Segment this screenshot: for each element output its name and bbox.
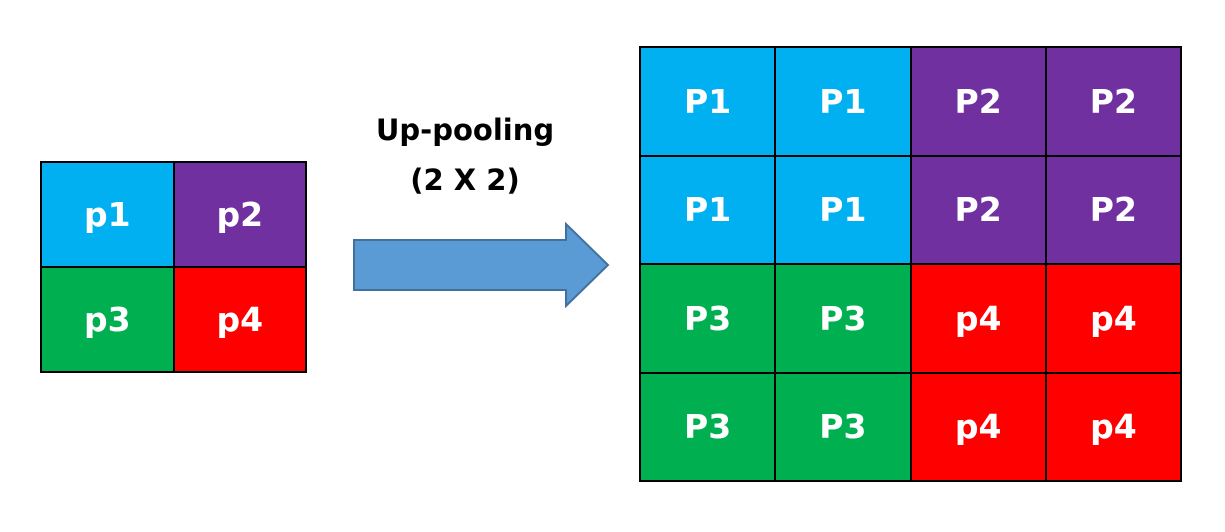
output-cell-r3-c4: p4 <box>1046 265 1182 374</box>
output-cell-r1-c1: P1 <box>641 48 777 157</box>
output-cell-r4-c2: P3 <box>776 373 912 482</box>
output-cell-r3-c1: P3 <box>641 265 777 374</box>
output-cell-r2-c1: P1 <box>641 156 777 265</box>
right-arrow-icon <box>353 222 610 308</box>
input-cell-r1-c2: p2 <box>174 163 307 268</box>
arrow-shape <box>353 222 610 308</box>
output-cell-r3-c3: p4 <box>911 265 1047 374</box>
output-cell-r4-c3: p4 <box>911 373 1047 482</box>
operation-title: Up-pooling <box>375 113 555 147</box>
input-cell-r2-c1: p3 <box>42 268 175 373</box>
operation-size: (2 X 2) <box>410 163 520 197</box>
input-cell-r1-c1: p1 <box>42 163 175 268</box>
output-cell-r1-c3: P2 <box>911 48 1047 157</box>
input-cell-r2-c2: p4 <box>174 268 307 373</box>
output-cell-r1-c4: P2 <box>1046 48 1182 157</box>
output-cell-r2-c4: P2 <box>1046 156 1182 265</box>
output-cell-r4-c4: p4 <box>1046 373 1182 482</box>
output-cell-r2-c2: P1 <box>776 156 912 265</box>
output-cell-r4-c1: P3 <box>641 373 777 482</box>
output-cell-r2-c3: P2 <box>911 156 1047 265</box>
output-cell-r1-c2: P1 <box>776 48 912 157</box>
output-cell-r3-c2: P3 <box>776 265 912 374</box>
